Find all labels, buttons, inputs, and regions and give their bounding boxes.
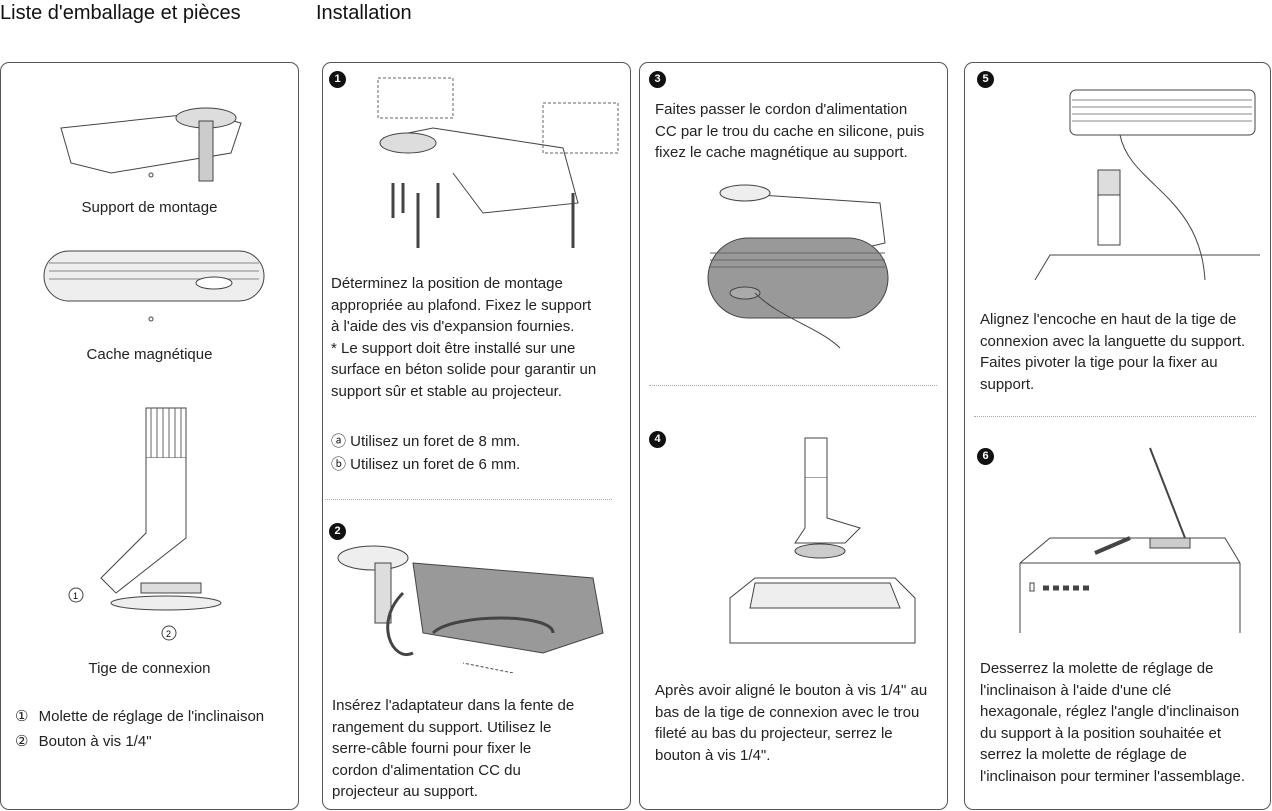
- legend-item-2: ② Bouton à vis 1/4": [15, 731, 152, 753]
- text-line: Déterminez la position de montage: [331, 275, 563, 292]
- note-b: ⓑ Utilisez un foret de 6 mm.: [331, 456, 521, 473]
- text-line: Après avoir aligné le bouton à vis 1/4" …: [655, 682, 928, 699]
- step-badge: 6: [977, 448, 994, 465]
- step-badge: 2: [329, 523, 346, 540]
- text-line: Faites pivoter la tige pour la fixer au: [980, 354, 1218, 371]
- text-line: fileté au bas du projecteur, serrez le: [655, 725, 893, 742]
- text-line: appropriée au plafond. Fixez le support: [331, 296, 592, 314]
- text-line: du support à la position souhaitée et: [980, 724, 1222, 742]
- text-line: hexagonale, réglez l'angle d'inclinaison: [980, 703, 1240, 720]
- divider: [974, 416, 1256, 417]
- step-badge: 4: [649, 431, 666, 448]
- text-line: l'inclinaison à l'aide d'une clé: [980, 681, 1172, 699]
- text-line: surface en béton solide pour garantir un: [331, 361, 597, 378]
- text-line: * Le support doit être installé sur une: [331, 339, 576, 357]
- packing-heading: Liste d'emballage et pièces: [0, 2, 241, 24]
- legend-num: ①: [15, 708, 29, 725]
- note-a: ⓐ Utilisez un foret de 8 mm.: [331, 433, 521, 450]
- text-line: serre-câble fourni pour fixer le: [332, 740, 532, 757]
- step-badge: 1: [329, 71, 346, 88]
- text-line: rangement du support. Utilisez le: [332, 718, 552, 736]
- text-line: projecteur au support.: [332, 783, 478, 800]
- step3-text: Faites passer le cordon d'alimentation C…: [655, 99, 945, 164]
- legend-item-1: ① Molette de réglage de l'inclinaison: [15, 706, 264, 728]
- step-badge: 3: [649, 71, 666, 88]
- text-line: support.: [980, 375, 1035, 393]
- step5-illustration: [1034, 89, 1260, 281]
- text-line: CC par le trou du cache en silicone, pui…: [655, 122, 925, 140]
- text-line: Insérez l'adaptateur dans la fente de: [332, 697, 575, 714]
- text-line: connexion avec la languette du support.: [980, 332, 1246, 350]
- text-line: Desserrez la molette de réglage de: [980, 660, 1214, 677]
- parts-panel: Support de montage Cache magnétique 1 2 …: [0, 62, 299, 810]
- divider: [325, 499, 612, 500]
- legend-num: ②: [15, 733, 29, 750]
- steps-3-4-panel: 3 Faites passer le cordon d'alimentation…: [639, 62, 948, 810]
- step3-illustration: [707, 184, 889, 349]
- legend-label: Molette de réglage de l'inclinaison: [38, 708, 265, 725]
- mount-caption: Support de montage: [81, 199, 218, 216]
- step4-text: Après avoir aligné le bouton à vis 1/4" …: [655, 680, 945, 766]
- text-line: bouton à vis 1/4".: [655, 746, 771, 764]
- step-badge: 5: [977, 71, 994, 88]
- installation-heading: Installation: [316, 2, 412, 24]
- text-line: l'inclinaison pour terminer l'assemblage…: [980, 767, 1246, 785]
- step4-illustration: [729, 437, 916, 644]
- svg-text:1: 1: [73, 591, 78, 601]
- text-line: serrez la molette de réglage de: [980, 746, 1187, 763]
- svg-text:2: 2: [166, 629, 171, 639]
- legend-label: Bouton à vis 1/4": [38, 733, 152, 750]
- step2-illustration: [337, 545, 604, 673]
- step6-illustration: [1019, 447, 1241, 633]
- text-line: bas de la tige de connexion avec le trou: [655, 703, 920, 721]
- step6-text: Desserrez la molette de réglage de l'inc…: [980, 658, 1270, 787]
- text-line: Alignez l'encoche en haut de la tige de: [980, 311, 1237, 328]
- text-line: Faites passer le cordon d'alimentation: [655, 101, 908, 118]
- divider: [649, 385, 937, 386]
- step5-text: Alignez l'encoche en haut de la tige de …: [980, 309, 1270, 395]
- step1-text: Déterminez la position de montage approp…: [331, 273, 631, 402]
- text-line: support sûr et stable au projecteur.: [331, 382, 562, 400]
- rod-caption: Tige de connexion: [88, 660, 211, 677]
- cover-caption: Cache magnétique: [86, 346, 213, 363]
- connection-rod-illustration: 1 2: [68, 407, 222, 641]
- steps-1-2-panel: 1 Déterminez la position de montage appr…: [322, 62, 631, 810]
- step2-text: Insérez l'adaptateur dans la fente de ra…: [332, 695, 632, 803]
- text-line: fixez le cache magnétique au support.: [655, 144, 908, 161]
- text-line: à l'aide des vis d'expansion fournies.: [331, 318, 575, 335]
- mounting-bracket-illustration: [60, 107, 242, 182]
- text-line: cordon d'alimentation CC du: [332, 761, 521, 779]
- steps-5-6-panel: 5 Alignez l'encoche en haut de la tige d…: [964, 62, 1271, 810]
- magnetic-cover-illustration: [43, 250, 265, 322]
- step1-illustration: [377, 77, 619, 248]
